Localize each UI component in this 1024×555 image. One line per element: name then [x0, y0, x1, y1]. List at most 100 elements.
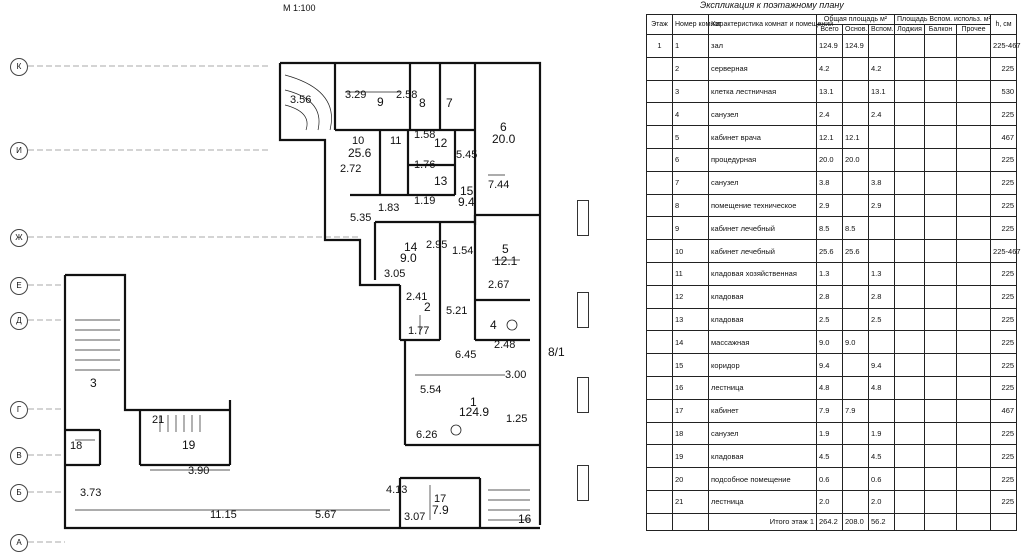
- cell-desc: кладовая хозяйственная: [708, 261, 817, 286]
- cell-no: 6: [672, 147, 709, 172]
- cell-no: 7: [672, 170, 709, 195]
- plan-label: 19: [182, 438, 196, 452]
- plan-label: 1.25: [506, 413, 528, 425]
- cell-height: 225: [990, 421, 1018, 446]
- cell-total: 124.9: [816, 34, 843, 58]
- cell-desc: зал: [708, 34, 817, 58]
- cell-total: 2.9: [816, 193, 843, 218]
- cell-total: 3.8: [816, 170, 843, 195]
- cell-aux: 3.8: [867, 170, 896, 195]
- cell-aux: 4.5: [867, 444, 896, 469]
- cell-no: 4: [672, 102, 709, 127]
- plan-label: 1.83: [378, 202, 400, 214]
- plan-label: 2.58: [396, 89, 418, 101]
- header-total: Всего: [816, 24, 843, 35]
- cell-total: 20.0: [816, 147, 843, 172]
- cell-height: 225: [990, 444, 1018, 469]
- cell-main: 7.9: [842, 398, 869, 423]
- table-total-row: Итого этаж 1 264.2 208.0 56.2: [646, 512, 1018, 531]
- plan-label: 5: [502, 242, 509, 256]
- header-floor: Этаж: [646, 14, 673, 35]
- cell-total: 25.6: [816, 239, 843, 263]
- cell-desc: лестница: [708, 375, 817, 400]
- axis-marker-b: Б: [10, 484, 28, 502]
- cell-no: 12: [672, 284, 709, 309]
- plan-label: 14: [404, 240, 418, 254]
- cell-total: 12.1: [816, 125, 843, 149]
- table-title: Экспликация к поэтажному плану: [700, 0, 844, 10]
- plan-label: 5.54: [420, 384, 442, 396]
- cell-total: 9.0: [816, 330, 843, 355]
- plan-label: 12: [434, 136, 448, 150]
- plan-label: 3.90: [188, 465, 210, 477]
- cell-main: [842, 421, 869, 446]
- cell-height: 225: [990, 147, 1018, 172]
- cell-main: [842, 261, 869, 286]
- cell-desc: массажная: [708, 330, 817, 355]
- header-loggia: Лоджия: [894, 24, 926, 35]
- cell-main: [842, 307, 869, 332]
- cell-main: [842, 353, 869, 377]
- plan-label: 6.45: [455, 349, 477, 361]
- cell-desc: кабинет лечебный: [708, 216, 817, 241]
- cell-aux: 2.4: [867, 102, 896, 127]
- cell-height: 225: [990, 489, 1018, 514]
- plan-label: 124.9: [459, 405, 490, 419]
- plan-label: 3.07: [404, 511, 426, 523]
- cell-desc: санузел: [708, 421, 817, 446]
- axis-marker-e: Е: [10, 277, 28, 295]
- header-height: h, см: [990, 14, 1018, 35]
- header-total-area: Общая площадь м²: [815, 14, 896, 25]
- plan-label: 9: [377, 95, 384, 109]
- cell-no: 9: [672, 216, 709, 241]
- plan-label: 4.13: [386, 484, 408, 496]
- plan-label: 15: [460, 184, 474, 198]
- total-aux: 56.2: [867, 512, 896, 531]
- cell-aux: [867, 216, 896, 241]
- plan-label: 2.67: [488, 279, 510, 291]
- cell-height: 225-467: [990, 34, 1021, 58]
- cell-total: 4.2: [816, 56, 843, 81]
- plan-label: 3.56: [290, 94, 312, 106]
- cell-total: 4.8: [816, 375, 843, 400]
- plan-label: 18: [70, 440, 83, 452]
- plan-label: 5.45: [456, 149, 478, 161]
- cell-total: 1.3: [816, 261, 843, 286]
- cell-aux: 2.9: [867, 193, 896, 218]
- axis-marker-zh: Ж: [10, 229, 28, 247]
- plan-label: 8: [419, 96, 426, 110]
- plan-label: 10: [352, 135, 365, 147]
- cell-main: 8.5: [842, 216, 869, 241]
- plan-label: 2.41: [406, 291, 428, 303]
- cell-height: 467: [990, 125, 1018, 149]
- cell-no: 3: [672, 79, 709, 104]
- cell-total: 7.9: [816, 398, 843, 423]
- plan-label: 2.72: [340, 163, 362, 175]
- cell-main: [842, 193, 869, 218]
- cell-main: [842, 56, 869, 81]
- header-desc: Характеристика комнат и помещений: [708, 14, 833, 35]
- plan-label: 3: [90, 376, 97, 390]
- plan-drawing: [28, 61, 542, 543]
- cell-no: 16: [672, 375, 709, 400]
- cell-aux: 2.8: [867, 284, 896, 309]
- cell-aux: 2.0: [867, 489, 896, 514]
- cell-total: 0.6: [816, 467, 843, 491]
- plan-label: 3.29: [345, 89, 367, 101]
- header-main: Основ.: [842, 24, 869, 35]
- cell-desc: санузел: [708, 170, 817, 195]
- plan-label: 2: [424, 300, 431, 314]
- cell-height: 225: [990, 170, 1018, 195]
- cell-desc: санузел: [708, 102, 817, 127]
- axis-marker-i: И: [10, 142, 28, 160]
- plan-label: 3.73: [80, 487, 102, 499]
